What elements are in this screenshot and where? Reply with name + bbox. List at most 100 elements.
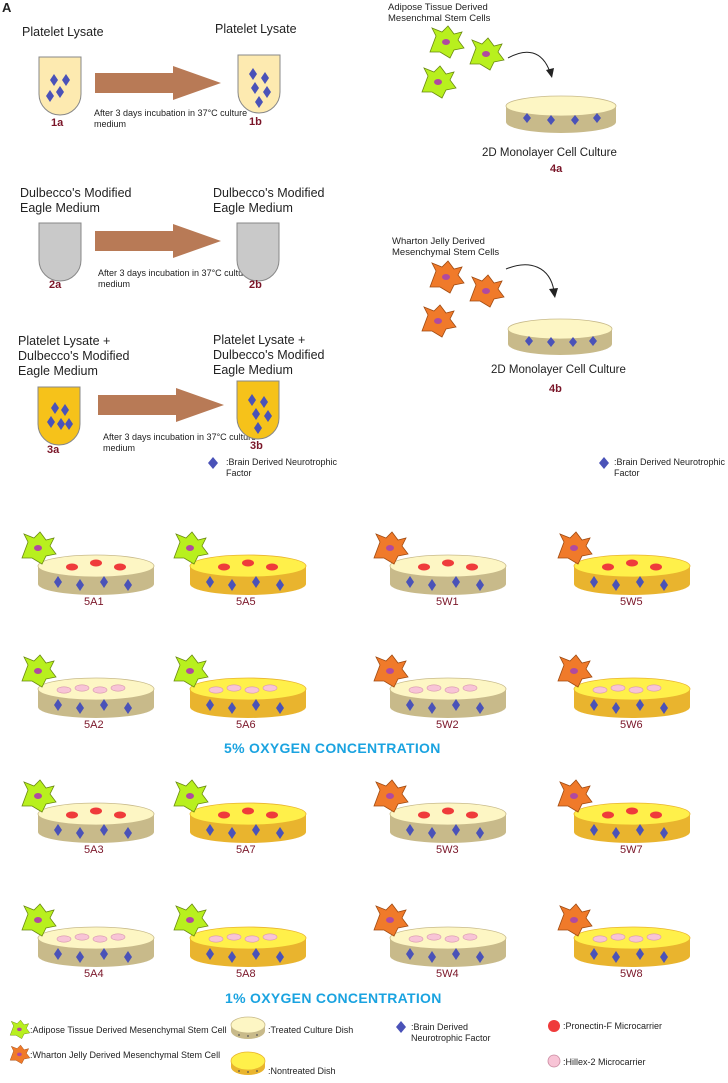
adipose-cell-icon	[173, 654, 209, 688]
pronectin-microcarrier	[442, 559, 454, 567]
bdnf-diamond	[124, 702, 132, 714]
tube-1b	[237, 54, 281, 114]
bdnf-legend-right: :Brain Derived Neurotrophic Factor	[614, 457, 726, 478]
pronectin-microcarrier	[602, 811, 614, 819]
hillex-microcarrier	[444, 935, 460, 943]
wharton-cell-icon	[421, 304, 457, 338]
bdnf-diamond	[260, 396, 268, 408]
tube-3b	[236, 380, 280, 440]
bdnf-diamond	[252, 576, 260, 588]
hillex-microcarrier	[92, 686, 108, 694]
pronectin-microcarrier	[418, 563, 430, 571]
hillex-microcarrier	[262, 933, 278, 941]
pronectin-microcarrier	[650, 811, 662, 819]
bdnf-diamond	[660, 702, 668, 714]
tube-3a-code: 3a	[47, 444, 60, 456]
wharton-cell-icon	[373, 654, 409, 688]
culture-dish-5w7	[557, 779, 691, 843]
bdnf-diamond	[590, 948, 598, 960]
hillex-microcarrier	[74, 684, 90, 692]
tube-2a	[38, 222, 82, 282]
dish-label: 5W5	[620, 596, 643, 608]
code-4b: 4b	[549, 383, 562, 395]
bdnf-diamond	[65, 418, 73, 430]
culture-dish-5w5	[557, 531, 691, 595]
bdnf-diamond	[51, 402, 59, 414]
hillex-microcarrier	[408, 935, 424, 943]
bdnf-diamond	[476, 579, 484, 591]
bdnf-diamond	[452, 576, 460, 588]
bdnf-diamond	[100, 948, 108, 960]
tube-1a-title: Platelet Lysate	[22, 25, 104, 39]
legend-adipose: :Adipose Tissue Derived Mesenchymal Stem…	[30, 1025, 227, 1035]
bdnf-diamond	[76, 702, 84, 714]
adipose-cell-icon	[21, 531, 57, 565]
pronectin-microcarrier	[90, 559, 102, 567]
arrow-2	[95, 224, 221, 258]
bdnf-diamond	[276, 702, 284, 714]
pronectin-microcarrier	[442, 807, 454, 815]
hillex-microcarrier	[56, 935, 72, 943]
hillex-microcarrier	[426, 684, 442, 692]
adipose-cell-icon	[469, 37, 505, 71]
pronectin-microcarrier	[466, 563, 478, 571]
adipose-cells-group	[421, 25, 554, 99]
hillex-microcarrier	[244, 686, 260, 694]
dish-label: 5A3	[84, 844, 104, 856]
dish-label: 5A7	[236, 844, 256, 856]
hillex-microcarrier	[592, 686, 608, 694]
bdnf-diamond	[255, 96, 263, 108]
bdnf-diamond	[428, 827, 436, 839]
bdnf-diamond	[452, 699, 460, 711]
bdnf-diamond	[276, 827, 284, 839]
dish-label: 5A6	[236, 719, 256, 731]
pronectin-microcarrier	[242, 807, 254, 815]
bdnf-diamond	[206, 699, 214, 711]
curved-arrow	[507, 51, 551, 73]
bdnf-diamond	[100, 699, 108, 711]
wharton-cell-icon	[429, 260, 465, 294]
nontreated-dish-legend-icon	[230, 1051, 266, 1075]
dish-label: 5A8	[236, 968, 256, 980]
bdnf-diamond	[476, 951, 484, 963]
bdnf-diamond	[636, 576, 644, 588]
wharton-cell-icon	[373, 779, 409, 813]
tube-3a	[37, 386, 81, 446]
tube-2b-code: 2b	[249, 279, 262, 291]
pronectin-microcarrier	[66, 563, 78, 571]
pronectin-microcarrier	[418, 811, 430, 819]
adipose-cell-icon	[429, 25, 465, 59]
bdnf-diamond	[249, 68, 257, 80]
wharton-cell-icon	[373, 531, 409, 565]
bdnf-diamond	[406, 948, 414, 960]
dish-label: 5A1	[84, 596, 104, 608]
wharton-cells-label: Wharton Jelly Derived Mesenchymal Stem C…	[392, 236, 500, 259]
hillex-microcarrier	[92, 935, 108, 943]
bdnf-diamond	[228, 702, 236, 714]
pronectin-microcarrier	[602, 563, 614, 571]
tube-1a-code: 1a	[51, 117, 64, 129]
bdnf-diamond	[54, 948, 62, 960]
hillex-microcarrier	[628, 935, 644, 943]
adipose-cell-icon	[173, 531, 209, 565]
bdnf-diamond	[428, 951, 436, 963]
hillex-microcarrier	[610, 684, 626, 692]
adipose-cell-icon	[421, 65, 457, 99]
culture-dish-5a4	[21, 903, 155, 967]
pronectin-microcarrier	[66, 811, 78, 819]
culture-dish-5w4	[373, 903, 507, 967]
dish-label: 5A5	[236, 596, 256, 608]
hillex-microcarrier	[110, 684, 126, 692]
dish-label: 5W7	[620, 844, 643, 856]
hillex-microcarrier	[610, 933, 626, 941]
wharton-cell-icon	[557, 903, 593, 937]
hillex-microcarrier	[646, 684, 662, 692]
bdnf-diamond	[206, 824, 214, 836]
treated-dish-legend-icon	[230, 1016, 266, 1039]
arrow-3-caption: After 3 days incubation in 37°C culture …	[103, 432, 257, 453]
tube-3b-code: 3b	[250, 440, 263, 452]
bdnf-diamond	[206, 948, 214, 960]
wharton-cell-icon	[557, 654, 593, 688]
bdnf-diamond	[254, 422, 262, 434]
pronectin-microcarrier	[626, 807, 638, 815]
